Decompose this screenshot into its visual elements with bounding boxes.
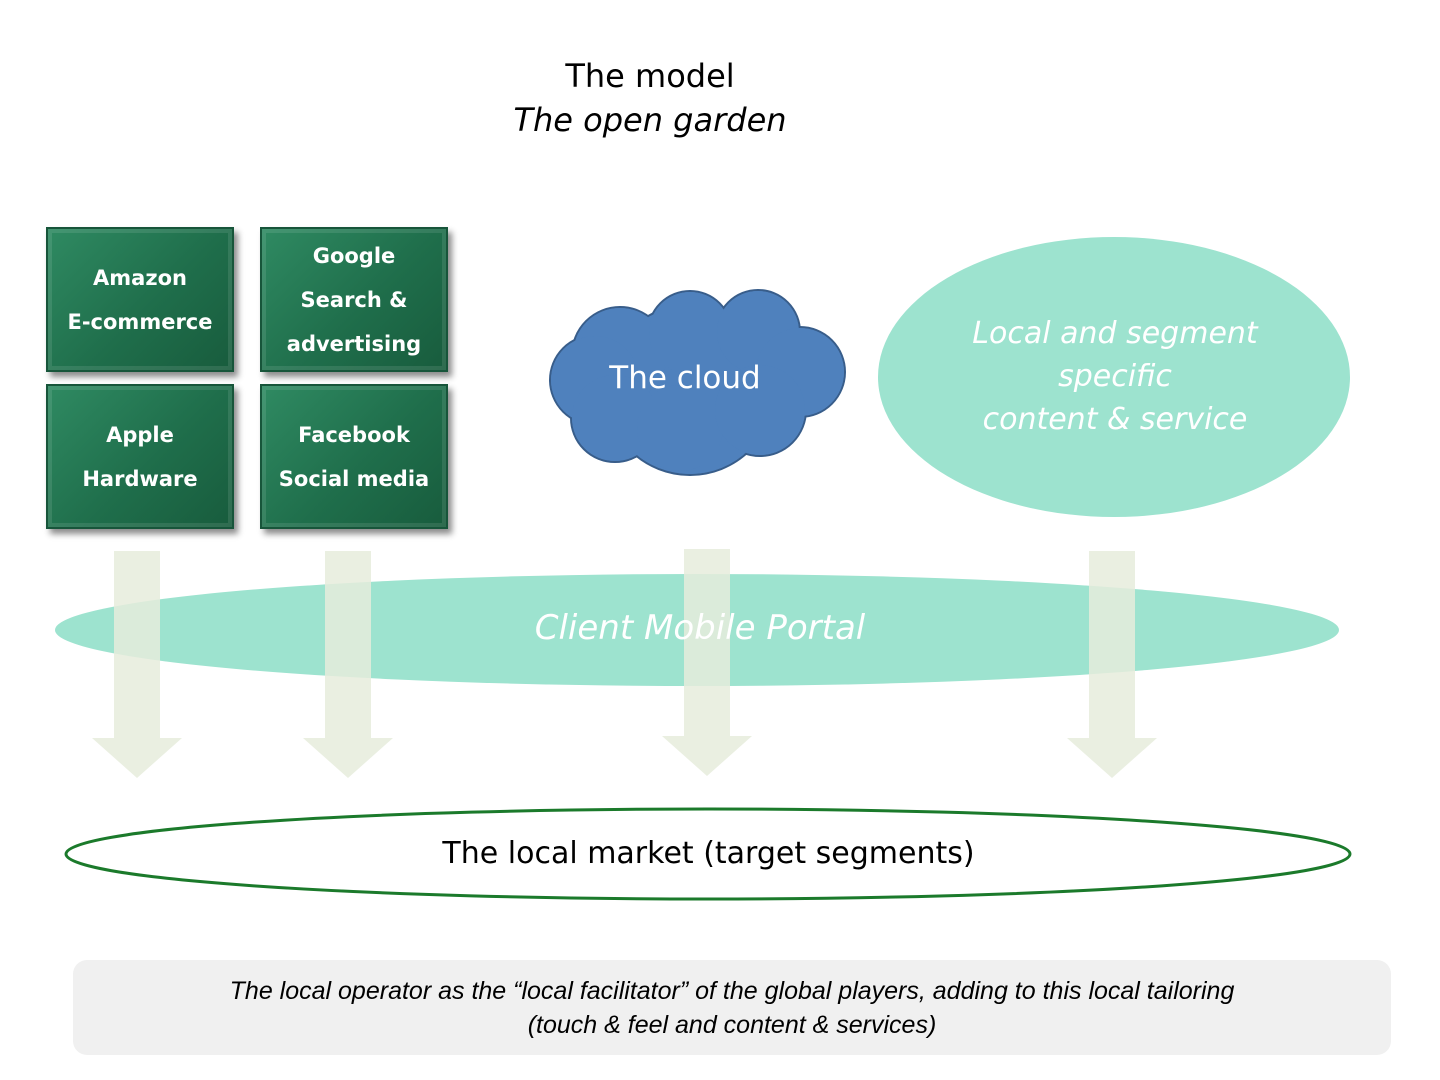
player-apple: Apple Hardware — [46, 384, 234, 529]
player-facebook: Facebook Social media — [260, 384, 448, 529]
down-arrow-icon — [1067, 551, 1157, 778]
down-arrow-icon — [303, 551, 393, 778]
local-content-line-1: Local and segment — [972, 316, 1258, 351]
player-role: Search & — [300, 287, 408, 312]
facilitator-note: The local operator as the “local facilit… — [73, 960, 1391, 1055]
note-line-2: (touch & feel and content & services) — [527, 1010, 937, 1039]
market-ellipse — [64, 807, 1352, 901]
local-content-ellipse — [878, 237, 1350, 517]
title-line-2: The open garden — [513, 101, 787, 139]
player-name: Apple — [106, 422, 174, 447]
local-content-label: Local and segment specific content & ser… — [900, 312, 1330, 441]
title-line-1: The model — [565, 57, 735, 95]
player-name: Google — [312, 243, 396, 268]
player-role: E-commerce — [67, 309, 213, 334]
down-arrow-icon — [92, 551, 182, 778]
local-content-line-2: specific — [1058, 359, 1172, 394]
player-google: Google Search & advertising — [260, 227, 448, 372]
down-arrow-icon — [662, 549, 752, 776]
player-name: Facebook — [298, 422, 410, 447]
player-amazon: Amazon E-commerce — [46, 227, 234, 372]
player-role: Social media — [278, 466, 430, 491]
player-role-cont: advertising — [286, 331, 422, 356]
cloud-label: The cloud — [609, 360, 761, 396]
portal-label: Client Mobile Portal — [534, 608, 866, 648]
cloud-shape — [549, 289, 846, 476]
local-content-line-3: content & service — [982, 402, 1248, 437]
market-label: The local market (target segments) — [442, 836, 975, 871]
note-line-1: The local operator as the “local facilit… — [229, 976, 1235, 1005]
player-role: Hardware — [82, 466, 198, 491]
diagram-title: The model The open garden — [0, 54, 1300, 142]
player-name: Amazon — [93, 265, 187, 290]
